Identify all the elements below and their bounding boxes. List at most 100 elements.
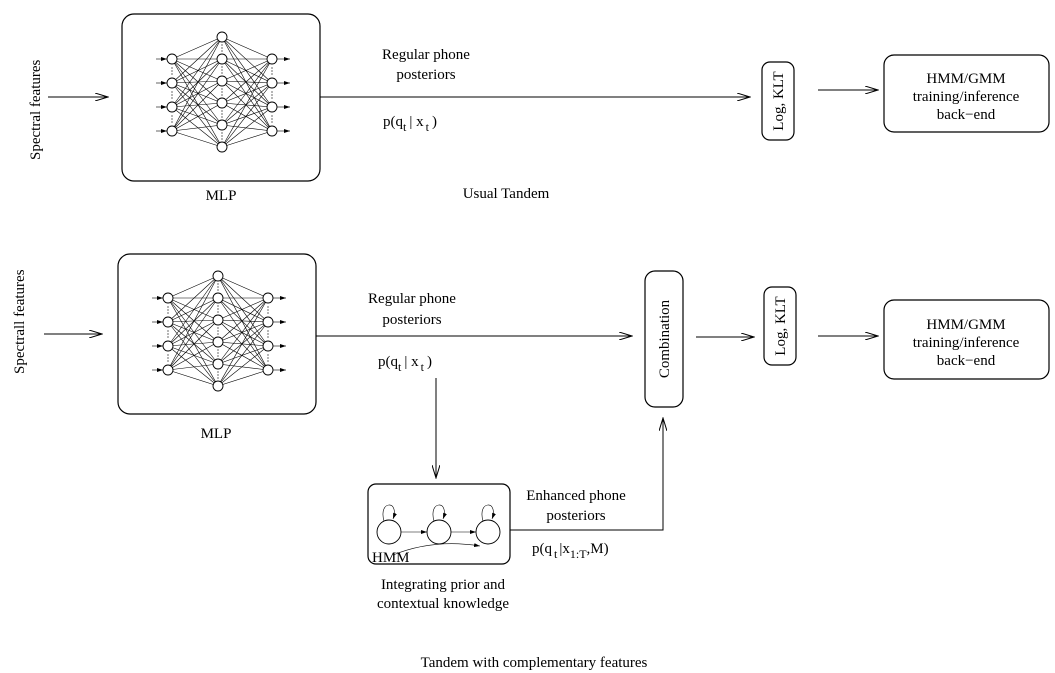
bottom-mlp-connection bbox=[167, 275, 219, 323]
top-mlp-output-node bbox=[266, 77, 278, 89]
bottom-mlp-connection bbox=[167, 369, 219, 387]
bottom-mlp-connection bbox=[217, 321, 269, 387]
bottom-mlp-ellipsis-dot bbox=[267, 333, 269, 335]
top-mlp-ellipsis-dot bbox=[221, 116, 223, 118]
bottom-mlp-connection bbox=[167, 297, 219, 347]
hmm-state-2 bbox=[426, 519, 452, 545]
bottom-mlp-ellipsis-dot bbox=[167, 330, 169, 332]
bottom-mlp-connection bbox=[167, 297, 219, 323]
top-log-klt-label: Log, KLT bbox=[771, 71, 787, 130]
bottom-mlp-ellipsis-dot bbox=[267, 306, 269, 308]
hmm-caption-line2: contextual knowledge bbox=[377, 596, 509, 612]
top-mlp-connection bbox=[221, 124, 273, 132]
top-mlp-connection bbox=[171, 102, 223, 108]
bottom-mlp-connection bbox=[167, 297, 219, 387]
top-mlp-connection bbox=[171, 102, 223, 132]
top-mlp-connection bbox=[171, 36, 223, 108]
top-mlp-connection bbox=[221, 58, 273, 108]
bottom-mlp-input-node bbox=[162, 316, 174, 328]
top-mlp-label: MLP bbox=[206, 188, 237, 204]
bottom-mlp-ellipsis-dot bbox=[217, 286, 219, 288]
bottom-mlp-connection bbox=[167, 319, 219, 347]
top-mlp-connection bbox=[171, 130, 223, 148]
bottom-mlp-connection bbox=[217, 297, 269, 343]
bottom-mlp-ellipsis-dot bbox=[267, 354, 269, 356]
top-mlp-connection bbox=[221, 36, 273, 84]
top-mlp-ellipsis-dot bbox=[221, 66, 223, 68]
top-mlp-ellipsis-dot bbox=[271, 67, 273, 69]
top-backend-line3: back−end bbox=[937, 107, 996, 123]
top-mlp-output-node bbox=[266, 125, 278, 137]
top-mlp-ellipsis-dot bbox=[271, 70, 273, 72]
top-mlp-network bbox=[156, 31, 290, 153]
bottom-mlp-label: MLP bbox=[201, 426, 232, 442]
top-mlp-connection bbox=[221, 130, 273, 148]
top-mlp-connection bbox=[171, 36, 223, 84]
hmm-skip-transition bbox=[392, 543, 481, 556]
bottom-mlp-connection bbox=[167, 341, 219, 347]
top-mlp-connection bbox=[221, 58, 273, 148]
bottom-caption: Tandem with complementary features bbox=[421, 655, 648, 671]
bottom-mlp-ellipsis-dot bbox=[217, 330, 219, 332]
bottom-mlp-ellipsis-dot bbox=[217, 283, 219, 285]
top-mlp-connection bbox=[221, 58, 273, 132]
bottom-mlp-input-node bbox=[162, 292, 174, 304]
bottom-mlp-connection bbox=[217, 297, 269, 347]
top-mlp-connection bbox=[221, 58, 273, 84]
bottom-mlp-hidden-node bbox=[212, 314, 224, 326]
bottom-mlp-connection bbox=[167, 345, 219, 365]
bottom-mlp-connection bbox=[167, 297, 219, 365]
top-mlp-connection bbox=[221, 80, 273, 132]
top-mlp-connection bbox=[171, 82, 223, 104]
top-input-label: Spectral features bbox=[28, 59, 44, 160]
bottom-mlp-connection bbox=[217, 345, 269, 365]
bottom-mlp-connection bbox=[217, 319, 269, 371]
bottom-mlp-connection bbox=[217, 297, 269, 371]
bottom-mlp-ellipsis-dot bbox=[217, 327, 219, 329]
top-mlp-ellipsis-dot bbox=[171, 70, 173, 72]
bottom-mlp-ellipsis-dot bbox=[267, 336, 269, 338]
bottom-mlp-ellipsis-dot bbox=[267, 357, 269, 359]
top-log-klt-box bbox=[761, 61, 795, 141]
bottom-mlp-ellipsis-dot bbox=[167, 360, 169, 362]
bottom-mlp-connection bbox=[167, 297, 219, 321]
bottom-mlp-output-node bbox=[262, 316, 274, 328]
hmm-self-loop-1 bbox=[382, 504, 397, 522]
bottom-mlp-hidden-node bbox=[212, 270, 224, 282]
bottom-mlp-ellipsis-dot bbox=[167, 333, 169, 335]
top-mlp-hidden-node bbox=[216, 119, 228, 131]
bottom-mlp-connection bbox=[167, 321, 219, 365]
bottom-mlp-connection bbox=[217, 363, 269, 371]
bottom-mlp-connection bbox=[217, 319, 269, 347]
bottom-mlp-ellipsis-dot bbox=[167, 306, 169, 308]
bottom-backend-line1: HMM/GMM bbox=[926, 317, 1005, 333]
bottom-mlp-ellipsis-dot bbox=[217, 355, 219, 357]
bottom-mlp-connection bbox=[217, 321, 269, 343]
hmm-state-1 bbox=[376, 519, 402, 545]
top-mlp-ellipsis-dot bbox=[171, 94, 173, 96]
bottom-posteriors-line1: Regular phone bbox=[368, 291, 456, 307]
bottom-mlp-ellipsis-dot bbox=[267, 330, 269, 332]
bottom-mlp-ellipsis-dot bbox=[167, 336, 169, 338]
bottom-mlp-connection bbox=[217, 275, 269, 371]
bottom-mlp-connection bbox=[217, 341, 269, 347]
top-mlp-hidden-node bbox=[216, 97, 228, 109]
top-mlp-connection bbox=[171, 82, 223, 126]
bottom-mlp-ellipsis-dot bbox=[217, 333, 219, 335]
bottom-mlp-network bbox=[152, 270, 286, 392]
bottom-mlp-hidden-node bbox=[212, 336, 224, 348]
top-mlp-ellipsis-dot bbox=[221, 94, 223, 96]
top-mlp-connection bbox=[221, 58, 273, 126]
bottom-mlp-ellipsis-dot bbox=[217, 371, 219, 373]
top-mlp-ellipsis-dot bbox=[171, 91, 173, 93]
top-mlp-connection bbox=[221, 36, 273, 132]
bottom-mlp-ellipsis-dot bbox=[217, 349, 219, 351]
top-mlp-connection bbox=[171, 58, 223, 82]
enhanced-posteriors-arrow bbox=[510, 418, 663, 531]
bottom-mlp-connection bbox=[167, 363, 219, 371]
bottom-mlp-connection bbox=[167, 341, 219, 371]
